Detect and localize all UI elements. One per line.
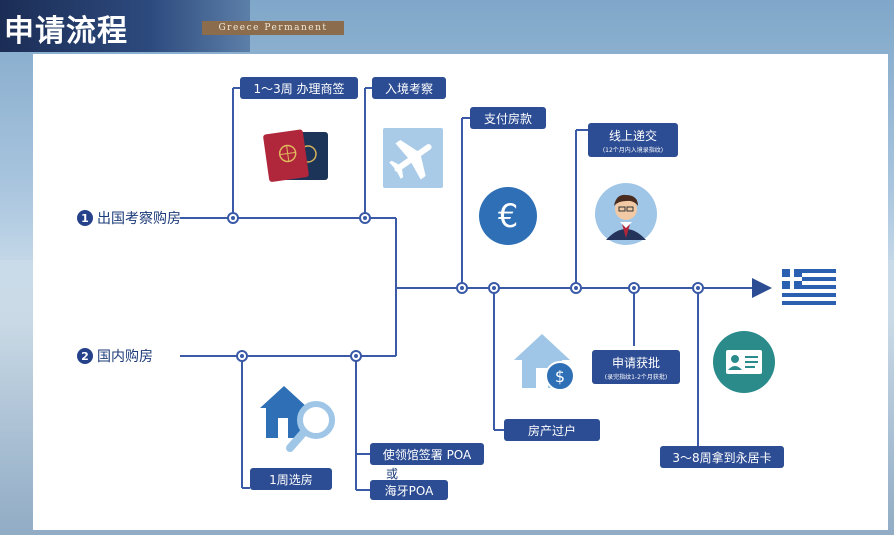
page-subtitle: Greece Permanent (202, 21, 344, 35)
step-poa-consulate: 使领馆签署 POA (370, 443, 484, 465)
step-select: 1周选房 (250, 468, 332, 490)
step-entry: 入境考察 (372, 77, 446, 99)
house-search-icon (260, 386, 335, 452)
step-or: 或 (386, 467, 399, 481)
id-card-icon (713, 331, 775, 393)
step-approve-note: (录完指纹1-2个月获批) (604, 373, 668, 381)
airplane-icon (383, 128, 443, 188)
route1-label: 1 出国考察购房 (77, 208, 181, 228)
page-title: 申请流程 (4, 14, 128, 49)
route2-number: 2 (77, 348, 93, 364)
step-approve: 申请获批 (录完指纹1-2个月获批) (592, 350, 680, 384)
route1-number: 1 (77, 210, 93, 226)
route2-text: 国内购房 (97, 349, 153, 365)
greece-flag-icon (782, 269, 836, 305)
house-money-icon: $ (514, 334, 575, 391)
route2-label: 2 国内购房 (77, 346, 153, 366)
svg-text:$: $ (555, 367, 565, 386)
passport-icon (263, 129, 328, 182)
step-card: 3～8周拿到永居卡 (660, 446, 784, 468)
person-icon (595, 183, 657, 245)
route1-text: 出国考察购房 (97, 211, 181, 227)
euro-icon: € (479, 187, 537, 245)
step-online: 线上递交 (12个月内入境录指纹) (588, 123, 678, 157)
step-online-note: (12个月内入境录指纹) (602, 146, 664, 154)
step-pay: 支付房款 (470, 107, 546, 129)
step-poa-greece: 海牙POA (370, 480, 448, 500)
step-visa: 1～3周 办理商签 (240, 77, 358, 99)
svg-text:€: € (498, 197, 518, 235)
step-approve-label: 申请获批 (611, 355, 660, 370)
step-transfer: 房产过户 (504, 419, 600, 441)
step-online-label: 线上递交 (608, 128, 657, 143)
